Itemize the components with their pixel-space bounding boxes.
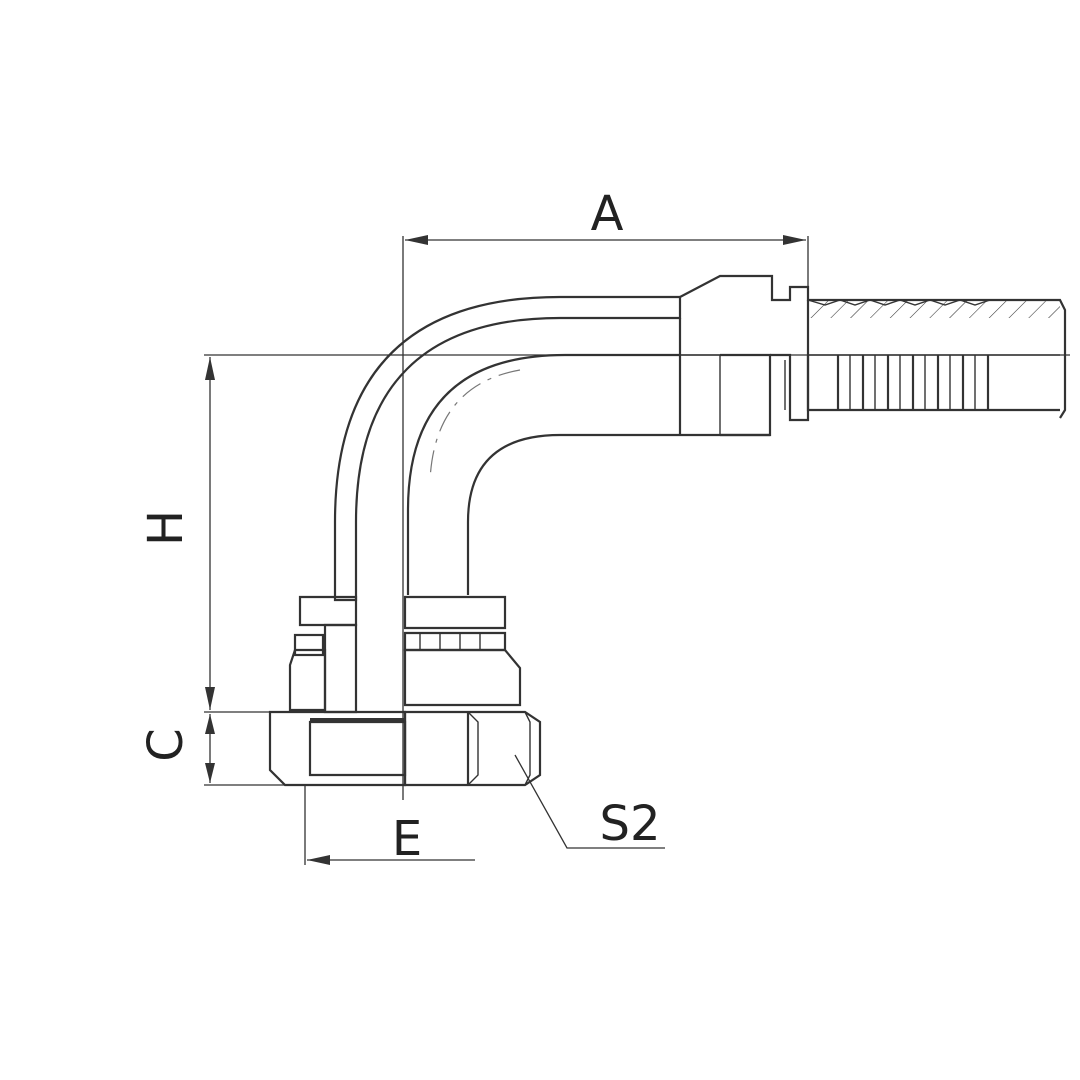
dimension-c: C	[138, 714, 215, 783]
label-e: E	[392, 811, 422, 867]
leader-s2: S2	[514, 754, 665, 852]
label-h: H	[138, 510, 194, 546]
label-a: A	[591, 186, 624, 242]
dimension-a: A	[405, 186, 806, 245]
dimension-e: E	[307, 811, 475, 867]
dimension-h: H	[138, 357, 215, 710]
centerlines	[204, 236, 1070, 865]
label-c: C	[138, 728, 194, 762]
elbow-wall	[333, 295, 682, 602]
label-s2: S2	[599, 796, 660, 852]
swivel-nut	[268, 595, 542, 787]
